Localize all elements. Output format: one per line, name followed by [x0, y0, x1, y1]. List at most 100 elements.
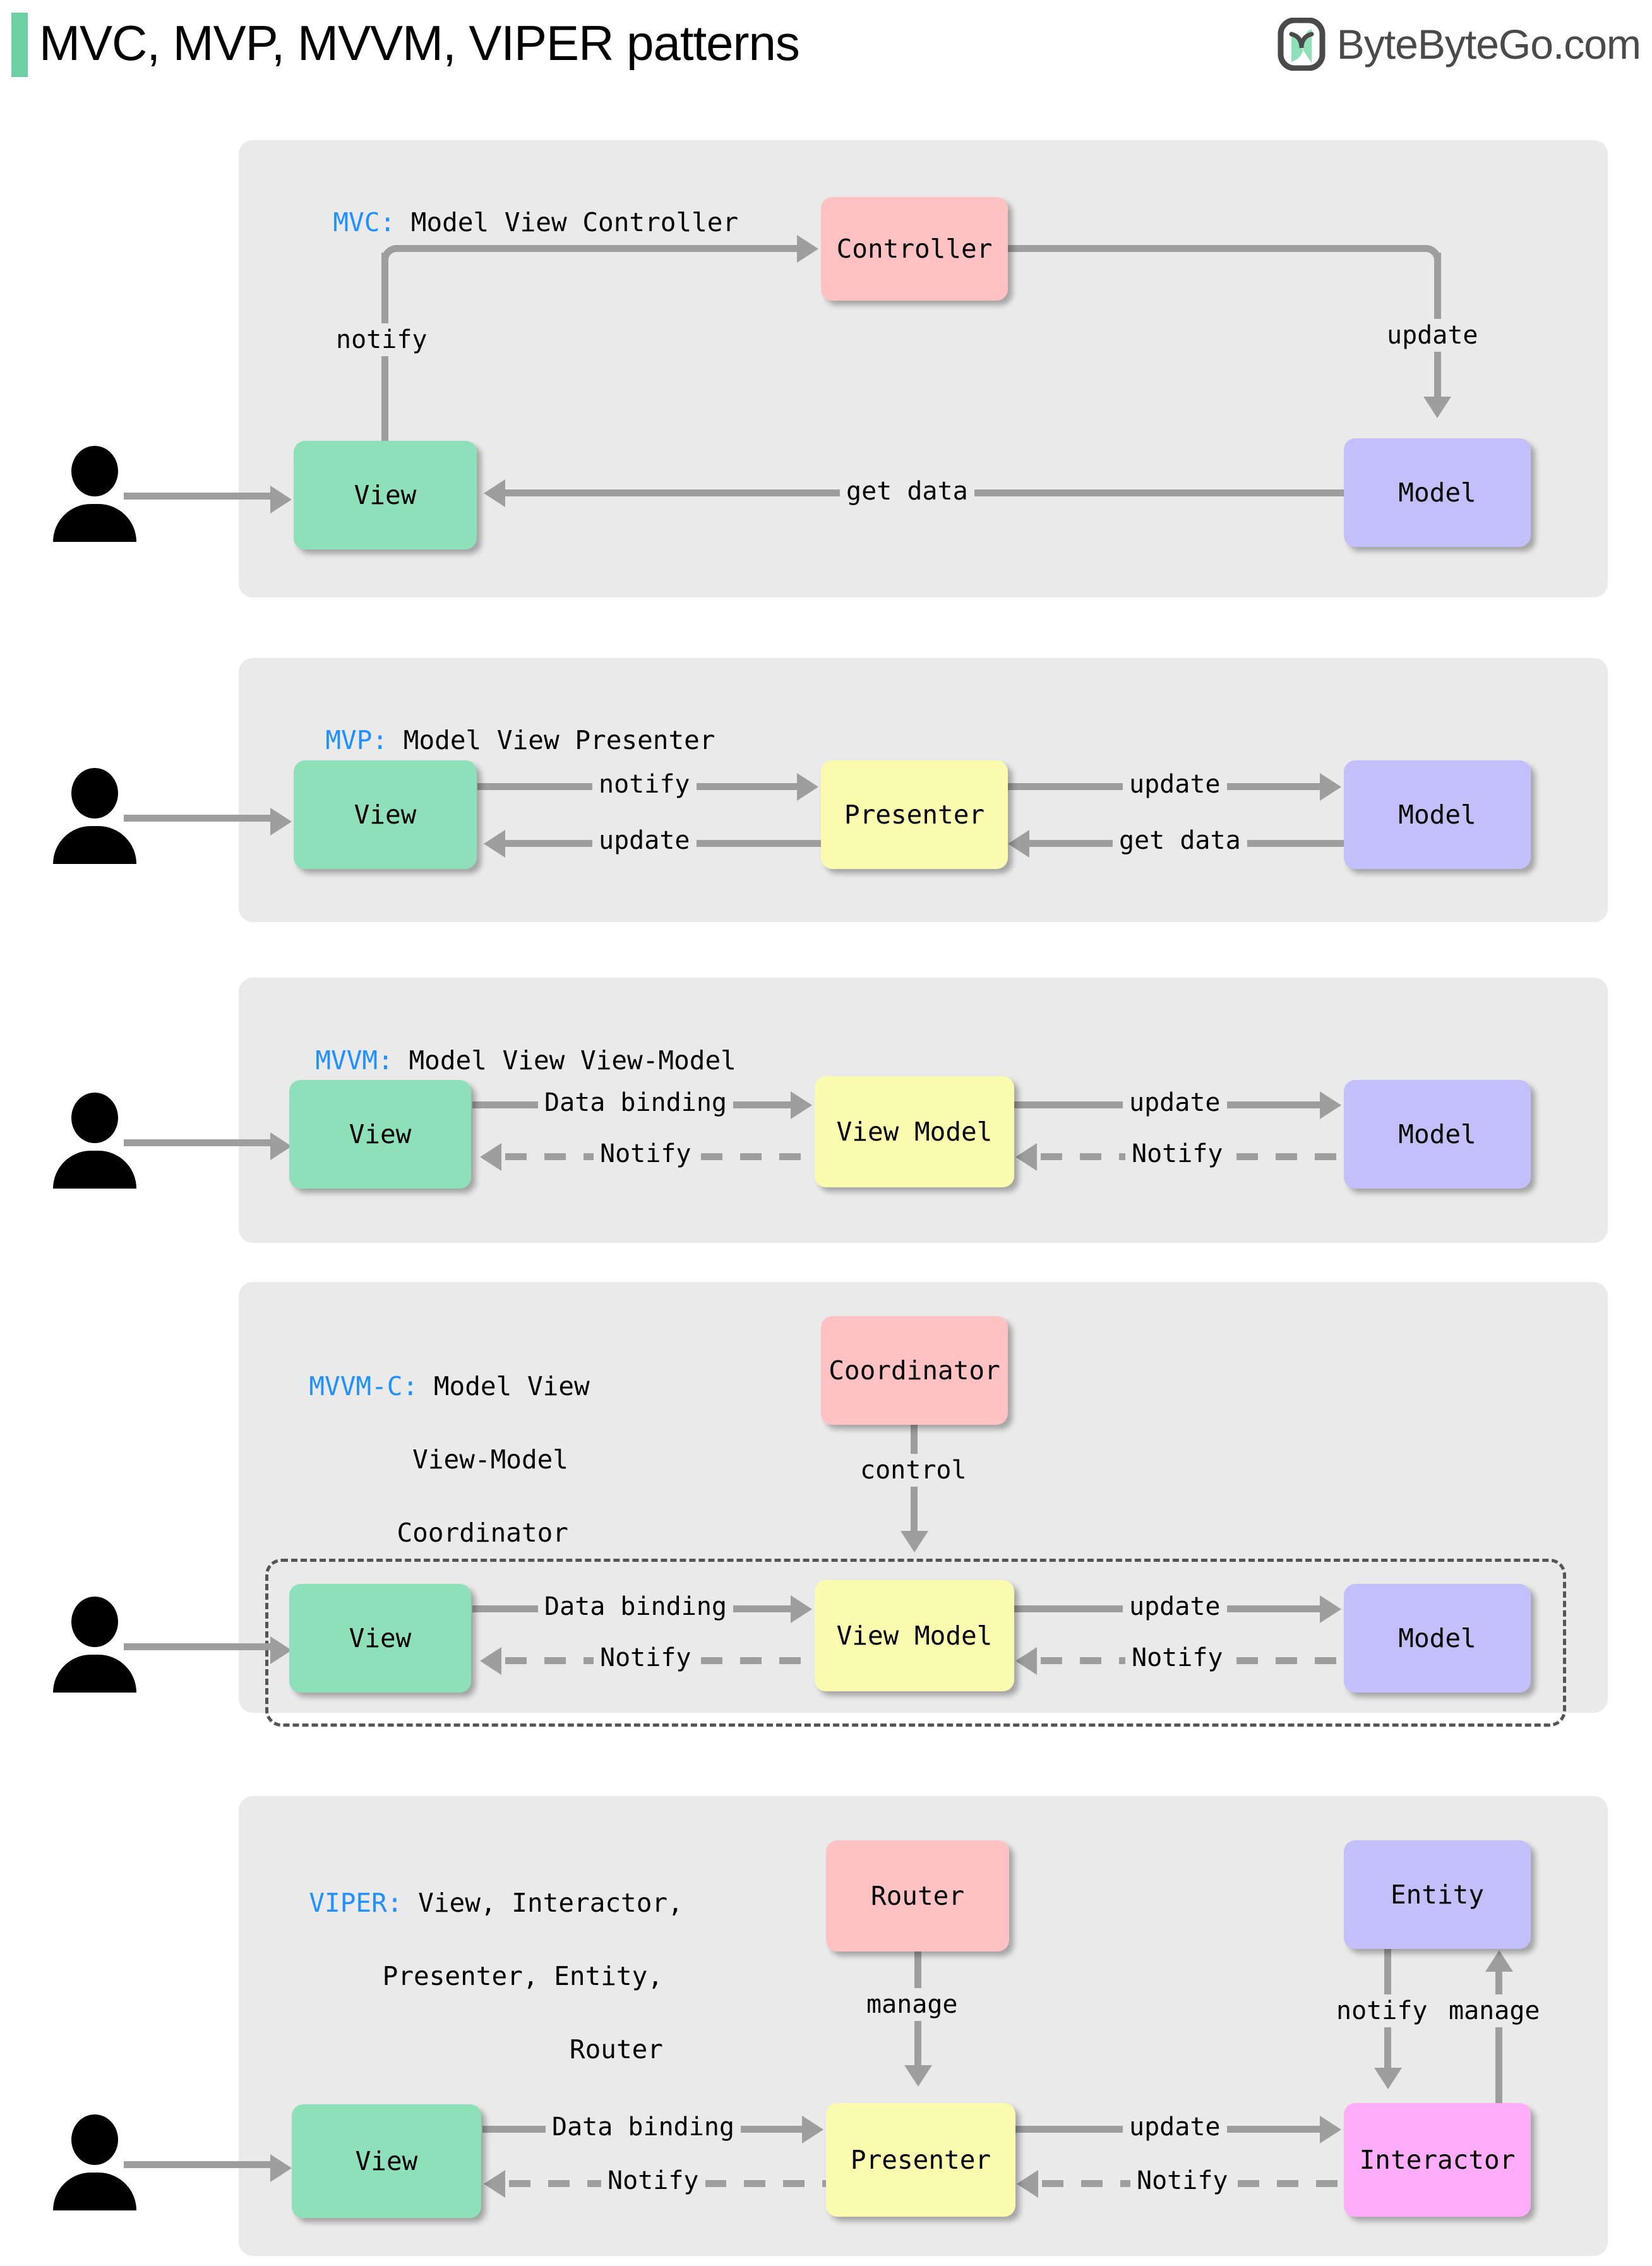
node-label: View [349, 1623, 412, 1653]
arrowhead-manage-router-viper [904, 2065, 932, 2087]
node-view-mvp[interactable]: View [294, 760, 477, 869]
node-label: Router [870, 1881, 965, 1911]
node-label: Entity [1390, 1879, 1485, 1910]
arrowhead-user-to-view-mvp [270, 808, 292, 836]
node-presenter-viper[interactable]: Presenter [826, 2103, 1015, 2217]
edge-user-to-view-mvp [124, 815, 270, 822]
arrowhead-update-right-mvp [1320, 773, 1341, 801]
section-title-mvp: MVP: Model View Presenter [294, 685, 715, 758]
node-model-mvvm[interactable]: Model [1344, 1080, 1531, 1189]
arrowhead-notify-left-viper [484, 2170, 505, 2198]
section-title-mvvm: MVVM: Model View View-Model [284, 1005, 736, 1079]
node-label: Model [1398, 1623, 1476, 1653]
edge-label-manage-router-viper: manage [860, 1988, 964, 2021]
node-label: Model [1398, 1119, 1476, 1149]
node-label: Controller [836, 234, 993, 264]
actor-user-viper [53, 2114, 136, 2210]
node-label: Coordinator [829, 1355, 1000, 1386]
actor-head-icon [71, 446, 118, 496]
arrowhead-update-mvvmc [1320, 1595, 1341, 1623]
arrowhead-notify-mvp [797, 773, 818, 801]
node-label: Presenter [844, 800, 985, 830]
section-title-rest-mvp: Model View Presenter [388, 725, 715, 755]
node-view-mvc[interactable]: View [294, 441, 477, 549]
section-keyword-mvc: MVC: [333, 207, 396, 237]
node-model-mvc[interactable]: Model [1344, 438, 1531, 547]
edge-label-databinding-viper: Data binding [546, 2111, 741, 2143]
actor-body-icon [53, 1151, 136, 1189]
node-label: Model [1398, 477, 1476, 508]
arrowhead-control-mvvmc [901, 1531, 928, 1552]
node-model-mvvmc[interactable]: Model [1344, 1584, 1531, 1693]
section-title-line3-viper: Router [569, 2034, 663, 2065]
actor-body-icon [53, 2173, 136, 2210]
section-title-rest-mvvm: Model View View-Model [393, 1045, 736, 1076]
edge-label-notify-mvc: notify [330, 323, 434, 356]
node-entity-viper[interactable]: Entity [1344, 1840, 1531, 1949]
page-header: MVC, MVP, MVVM, VIPER patterns ByteByteG… [0, 0, 1652, 95]
arrowhead-databinding-viper [802, 2116, 823, 2143]
actor-user-mvp [53, 768, 136, 864]
section-title-line2-mvvmc: View-Model [412, 1444, 568, 1475]
edge-label-manage-entity-viper: manage [1442, 1994, 1547, 2027]
edge-label-notify-left-mvvm: Notify [594, 1137, 698, 1170]
arrowhead-user-to-view-mvc [270, 486, 292, 513]
edge-label-notify-left-mvvmc: Notify [594, 1641, 698, 1674]
actor-head-icon [71, 768, 118, 818]
page-title: MVC, MVP, MVVM, VIPER patterns [39, 15, 800, 71]
actor-head-icon [71, 1597, 118, 1647]
actor-body-icon [53, 504, 136, 542]
node-label: View [355, 2146, 418, 2176]
node-view-mvvm[interactable]: View [289, 1080, 471, 1189]
node-view-mvvmc[interactable]: View [289, 1584, 471, 1693]
node-coordinator-mvvmc[interactable]: Coordinator [821, 1316, 1008, 1425]
node-presenter-mvp[interactable]: Presenter [821, 760, 1008, 869]
node-router-viper[interactable]: Router [826, 1840, 1009, 1951]
node-label: View Model [836, 1621, 993, 1651]
arrowhead-manage-entity-viper [1485, 1950, 1513, 1972]
edge-label-notify-entity-viper: notify [1330, 1994, 1434, 2027]
node-label: View [349, 1119, 412, 1149]
section-keyword-mvvmc: MVVM-C: [309, 1371, 419, 1401]
actor-user-mvc [53, 446, 136, 542]
arrowhead-getdata-mvp [1008, 830, 1029, 858]
arrowhead-notify-right-mvvmc [1015, 1647, 1037, 1675]
section-title-mvc: MVC: Model View Controller [302, 167, 738, 241]
node-label: Presenter [850, 2145, 991, 2175]
section-title-rest-viper: View, Interactor, [402, 1888, 683, 1918]
node-controller-mvc[interactable]: Controller [821, 197, 1008, 301]
bytebytego-logo-icon [1278, 18, 1326, 71]
arrowhead-user-to-view-mvvm [270, 1132, 292, 1160]
node-viewmodel-mvvm[interactable]: View Model [815, 1076, 1014, 1187]
edge-label-databinding-mvvmc: Data binding [538, 1590, 733, 1623]
edge-label-databinding-mvvm: Data binding [538, 1086, 733, 1119]
arrowhead-notify-entity-viper [1374, 2068, 1402, 2089]
arrowhead-update-mvvm [1320, 1091, 1341, 1119]
node-model-mvp[interactable]: Model [1344, 760, 1531, 869]
arrowhead-notify-left-mvvmc [480, 1647, 501, 1675]
edge-user-to-view-mvvmc [124, 1643, 270, 1650]
edge-label-update-mvvm: update [1123, 1086, 1227, 1119]
section-title-viper: VIPER: View, Interactor, Presenter, Enti… [278, 1848, 683, 2068]
edge-label-notify-mvp: notify [592, 768, 697, 801]
arrowhead-user-to-view-mvvmc [270, 1636, 292, 1664]
arrowhead-user-to-view-viper [270, 2154, 292, 2182]
section-title-rest-mvc: Model View Controller [395, 207, 739, 237]
edge-user-to-view-viper [124, 2161, 270, 2168]
node-viewmodel-mvvmc[interactable]: View Model [815, 1580, 1014, 1691]
edge-label-notify-right-viper: Notify [1130, 2164, 1235, 2197]
arrowhead-update-mvc [1423, 397, 1451, 418]
edge-label-getdata-mvp: get data [1113, 824, 1247, 857]
edge-update-horizontal-mvc [1008, 245, 1416, 252]
node-interactor-viper[interactable]: Interactor [1344, 2103, 1531, 2217]
edge-label-getdata-mvc: get data [840, 475, 974, 508]
node-view-viper[interactable]: View [292, 2104, 481, 2218]
section-title-rest-mvvmc: Model View [418, 1371, 590, 1401]
title-accent-bar [11, 13, 28, 77]
actor-user-mvvm [53, 1093, 136, 1189]
node-label: View [354, 800, 417, 830]
arrowhead-notify-mvc [797, 235, 818, 263]
edge-user-to-view-mvvm [124, 1139, 270, 1146]
edge-label-notify-right-mvvmc: Notify [1125, 1641, 1230, 1674]
section-title-line3-mvvmc: Coordinator [397, 1518, 568, 1548]
